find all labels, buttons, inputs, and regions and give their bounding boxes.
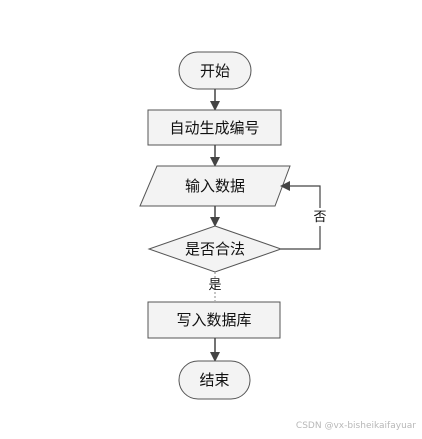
write-db-label: 写入数据库 bbox=[176, 311, 251, 329]
validity-decision-node: 是否合法 bbox=[147, 225, 283, 273]
end-shape bbox=[178, 360, 251, 400]
input-data-label: 输入数据 bbox=[185, 177, 245, 195]
generate-id-label: 自动生成编号 bbox=[169, 119, 259, 137]
csdn-watermark: CSDN @vx-bisheikaifayuar bbox=[295, 421, 416, 431]
no-branch-label-bg bbox=[312, 208, 328, 226]
start-node: 开始 bbox=[178, 51, 252, 90]
input-data-shape bbox=[139, 165, 291, 207]
generate-id-node: 自动生成编号 bbox=[147, 109, 282, 146]
no-branch-label: 否 bbox=[313, 210, 326, 225]
end-label: 结束 bbox=[199, 371, 229, 389]
yes-branch-label: 是 bbox=[208, 278, 221, 293]
write-db-shape bbox=[147, 301, 281, 339]
end-node: 结束 bbox=[178, 360, 251, 400]
write-db-node: 写入数据库 bbox=[147, 301, 281, 339]
validity-decision-label: 是否合法 bbox=[185, 240, 245, 258]
generate-id-shape bbox=[147, 109, 282, 146]
input-data-node: 输入数据 bbox=[139, 165, 291, 207]
start-label: 开始 bbox=[200, 62, 230, 80]
